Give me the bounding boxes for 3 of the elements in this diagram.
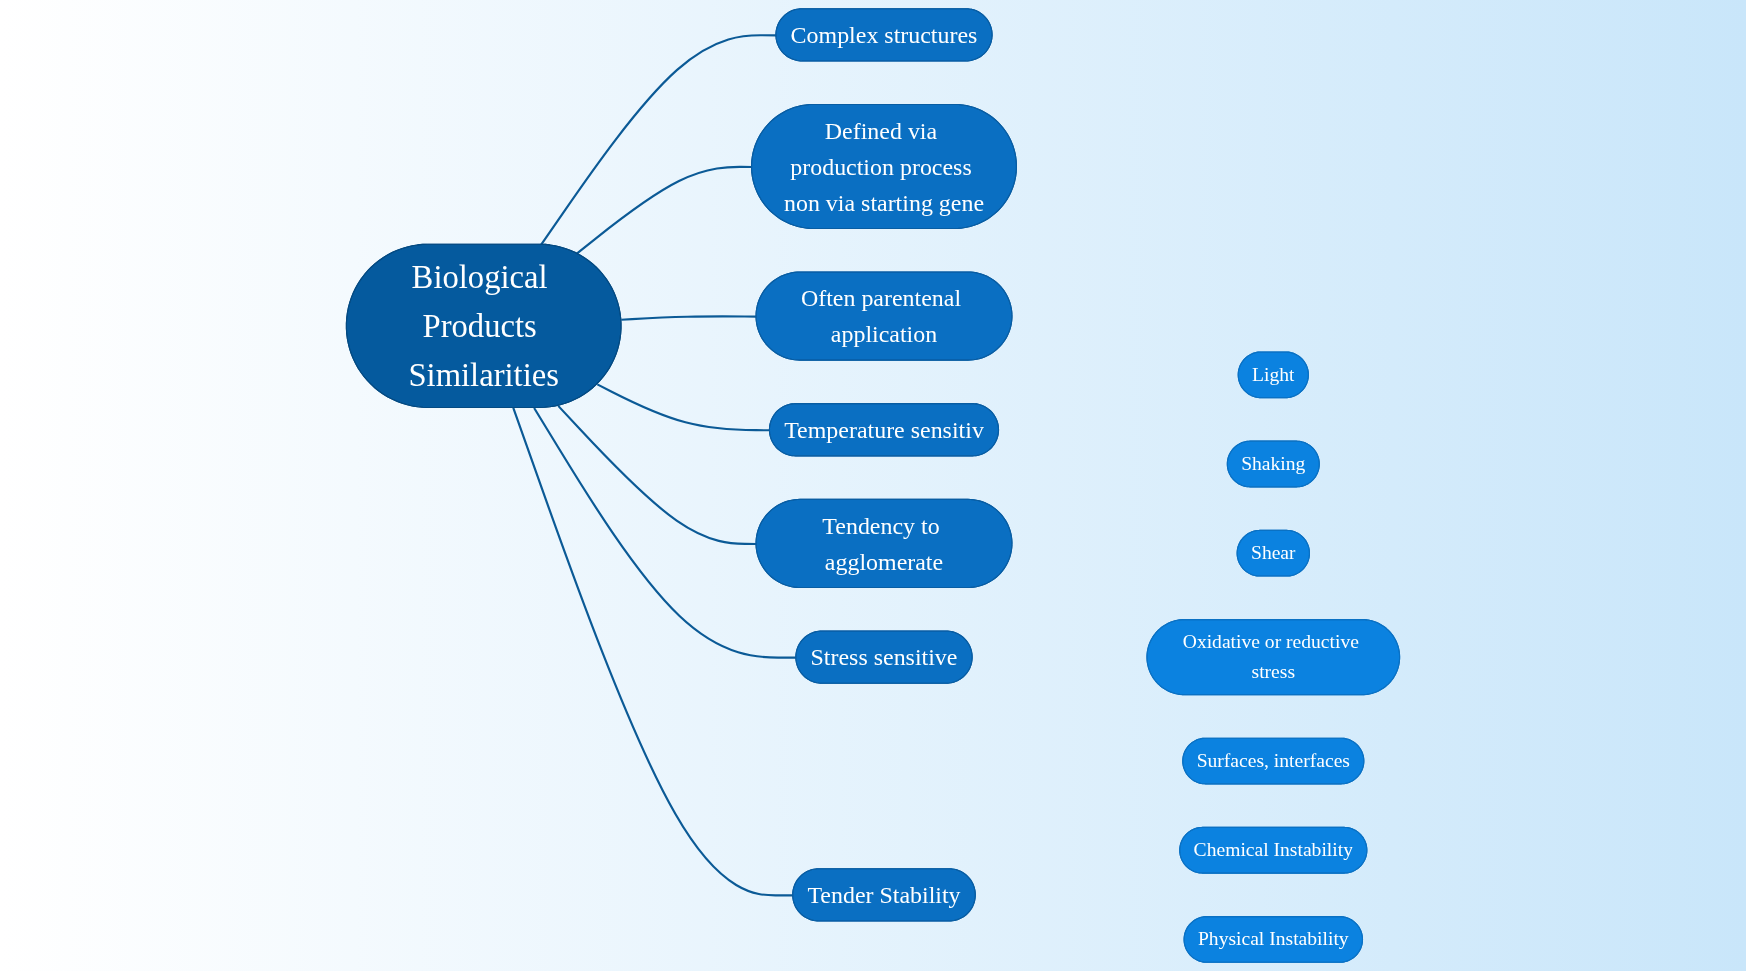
connector [621, 315, 757, 321]
connector [596, 383, 770, 432]
connector [557, 405, 757, 546]
